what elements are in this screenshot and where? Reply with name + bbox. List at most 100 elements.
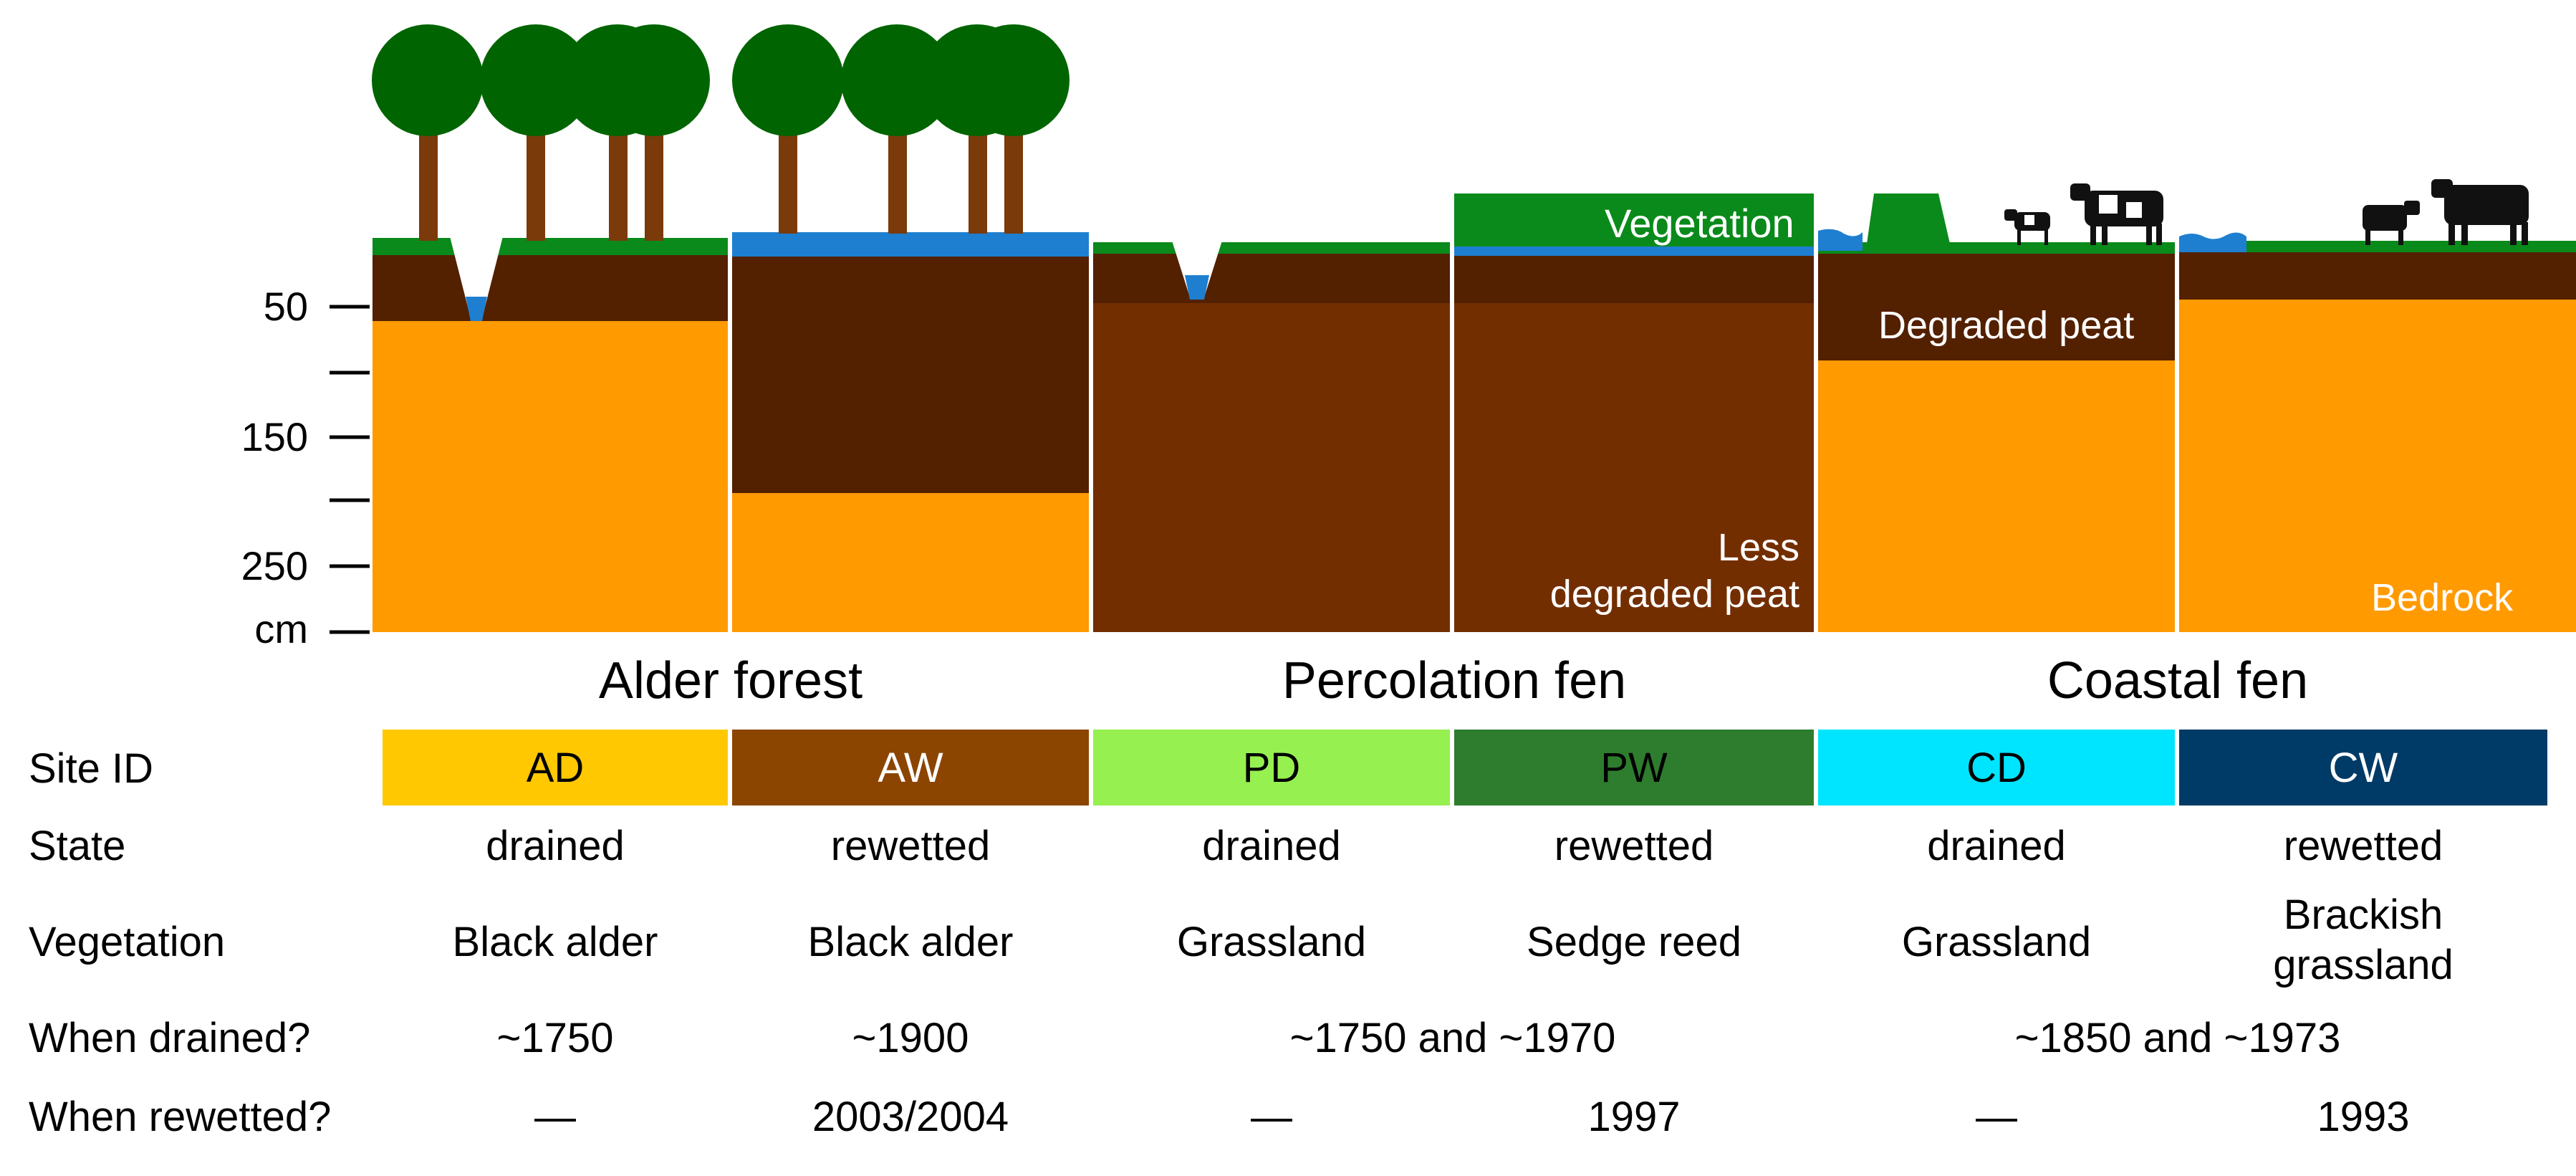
drained-ad: ~1750 [496,1015,614,1061]
row-label-when-drained: When drained? [29,1015,311,1061]
vegetation-block [1454,193,1814,247]
tree-trunk [779,129,797,234]
vegetation-cw: Brackish grassland [2273,891,2454,988]
site-id-text: CW [2328,744,2398,791]
degraded-peat-label: Degraded peat [1878,304,2135,347]
site-id-text: AW [878,744,943,791]
axis-unit-label: cm [254,606,308,651]
vegetation-strip [1818,242,2175,254]
drained-aw: ~1900 [852,1015,969,1061]
tree-crown-icon [480,24,592,136]
profile-pw [1454,193,1814,632]
subsoil-layer [1818,360,2175,632]
water-puddle [2179,232,2246,252]
site-id-text: PD [1242,744,1301,791]
profile-cd [1818,193,2175,632]
state-cw: rewetted [2283,823,2443,869]
depth-axis [330,305,370,634]
axis-tick-label: 150 [241,414,308,459]
rewetted-pw: 1997 [1587,1094,1681,1140]
degraded-peat-layer [1093,252,1450,303]
vegetation-label: Vegetation [1605,201,1794,246]
water-layer [1454,246,1814,256]
axis-tick-label: 50 [263,284,308,329]
tree-trunk [645,129,663,241]
row-label-when-rewetted: When rewetted? [29,1094,332,1140]
tree-trunk [1004,129,1023,234]
degraded-peat-layer [373,254,728,321]
vegetation-pw: Sedge reed [1527,919,1741,965]
cows-cw [2363,179,2529,245]
tree-trunk [527,129,545,241]
degraded-peat-layer [2179,251,2576,300]
site-id-pd: PD [1093,730,1450,805]
ditch-water [1185,275,1209,300]
row-label-site-id: Site ID [29,745,154,792]
profile-cw [2179,232,2576,632]
vegetation-cd: Grassland [1901,919,2092,965]
less-degraded-peat-layer [1093,303,1450,632]
state-pw: rewetted [1554,823,1714,869]
trees-aw [732,24,1070,234]
row-label-vegetation: Vegetation [29,919,226,965]
tree-crown-icon [841,24,953,136]
site-id-text: CD [1966,744,2027,791]
trees-ad [372,24,710,241]
rewetted-aw: 2003/2004 [812,1094,1009,1140]
group-title-percolation-fen: Percolation fen [1282,652,1627,709]
drainage-ditch [1172,241,1222,300]
tree-crown-icon [372,24,484,136]
site-id-text: AD [526,744,585,791]
bedrock-label: Bedrock [2371,576,2514,619]
profile-ad [373,236,728,632]
subsoil-layer [373,321,728,632]
tree-trunk [609,129,628,241]
site-id-cw: CW [2179,730,2547,805]
state-pd: drained [1202,823,1341,869]
profile-aw [732,232,1089,632]
tree-crown-icon [732,24,844,136]
drained-coastal: ~1850 and ~1973 [2014,1015,2341,1061]
cow-icon [2431,179,2529,245]
rewetted-pd: — [1251,1094,1292,1140]
cows-cd [2004,183,2163,245]
subsoil-layer [2179,300,2576,632]
rewetted-cd: — [1976,1094,2017,1140]
state-cd: drained [1927,823,2066,869]
site-id-ad: AD [383,730,728,805]
site-id-text: PW [1600,744,1668,791]
rewetted-cw: 1993 [2317,1094,2410,1140]
degraded-peat-layer [1818,254,2175,360]
degraded-peat-layer [1454,255,1814,303]
vegetation-aw: Black alder [807,919,1014,965]
less-degraded-peat-label: Less degraded peat [1549,526,1799,616]
profile-pd [1093,241,1450,632]
site-id-cd: CD [1818,730,2175,805]
group-title-alder-forest: Alder forest [598,652,863,709]
site-id-pw: PW [1454,730,1814,805]
ditch-water [466,297,487,321]
tree-trunk [969,129,987,234]
tree-crown-icon [598,24,710,136]
state-ad: drained [486,823,625,869]
less-degraded-peat-layer [1454,303,1814,632]
tree-trunk [888,129,907,234]
site-id-aw: AW [732,730,1089,805]
vegetation-pd: Grassland [1176,919,1367,965]
dike [1867,193,1950,244]
drainage-ditch [450,236,503,321]
axis-tick-label: 250 [241,543,308,588]
rewetted-ad: — [534,1094,576,1140]
calf-icon [2363,201,2420,245]
group-title-coastal-fen: Coastal fen [2047,652,2309,709]
drained-percolation: ~1750 and ~1970 [1289,1015,1616,1061]
row-label-state: State [29,823,126,869]
tree-crown-icon [958,24,1070,136]
vegetation-strip [1093,242,1450,254]
degraded-peat-layer [732,255,1089,493]
state-aw: rewetted [830,823,991,869]
vegetation-ad: Black alder [452,919,658,965]
calf-icon [2004,209,2050,245]
